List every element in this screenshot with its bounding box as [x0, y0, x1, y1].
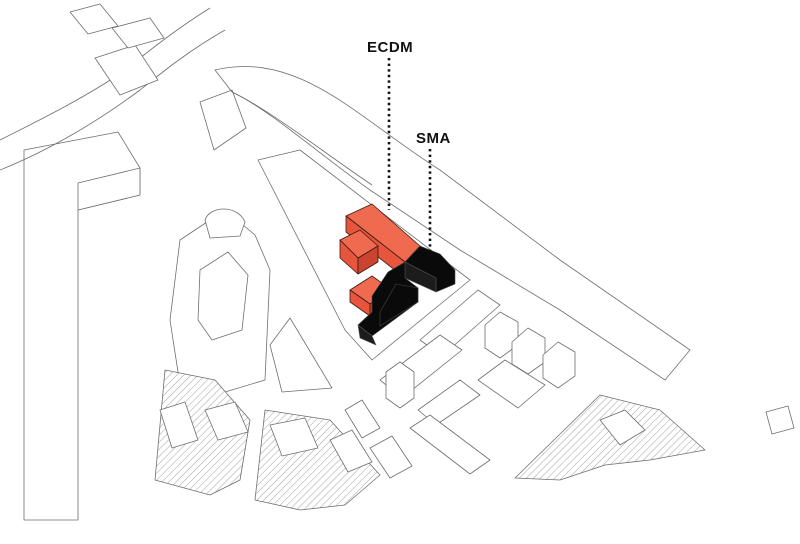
triangle-building-mid	[269, 317, 333, 393]
ecdm-label: ECDM	[367, 39, 413, 56]
lower-mid-white-4	[369, 435, 413, 479]
lower-mid-white-3	[344, 399, 381, 439]
embankment-inner	[231, 91, 373, 186]
tall-slab-side	[77, 167, 141, 211]
sma-south-block	[379, 283, 419, 327]
embankment-outer	[214, 66, 691, 381]
tower-c	[542, 341, 576, 389]
lower-slab-box	[385, 361, 415, 409]
sma-diagonal-face	[357, 324, 377, 346]
urban-block-left-court	[197, 251, 249, 341]
slab-row-d	[477, 359, 546, 409]
lower-left-white-2	[204, 401, 249, 441]
block-top-left-a	[69, 3, 119, 35]
ecdm-west-wing-face	[357, 245, 379, 275]
right-courtyard	[599, 409, 646, 446]
round-tower	[204, 208, 246, 239]
sma-label: SMA	[416, 130, 451, 147]
block-top-left-b	[94, 44, 159, 96]
lower-left-white-1	[159, 401, 199, 449]
lower-mid-white-2	[329, 429, 373, 473]
isolated-square	[765, 405, 795, 435]
hatched-block-right	[514, 394, 706, 481]
sma-building	[357, 245, 456, 346]
sma-label-group: SMA	[416, 130, 451, 252]
ecdm-label-group: ECDM	[367, 39, 413, 210]
block-top-left-c	[111, 17, 165, 49]
road-curve-top-left-2	[0, 29, 226, 171]
long-lower-slab	[409, 414, 491, 475]
lower-mid-white-1	[269, 417, 319, 457]
small-triangle-block	[199, 89, 247, 151]
hatched-block-lower-left	[154, 369, 251, 496]
